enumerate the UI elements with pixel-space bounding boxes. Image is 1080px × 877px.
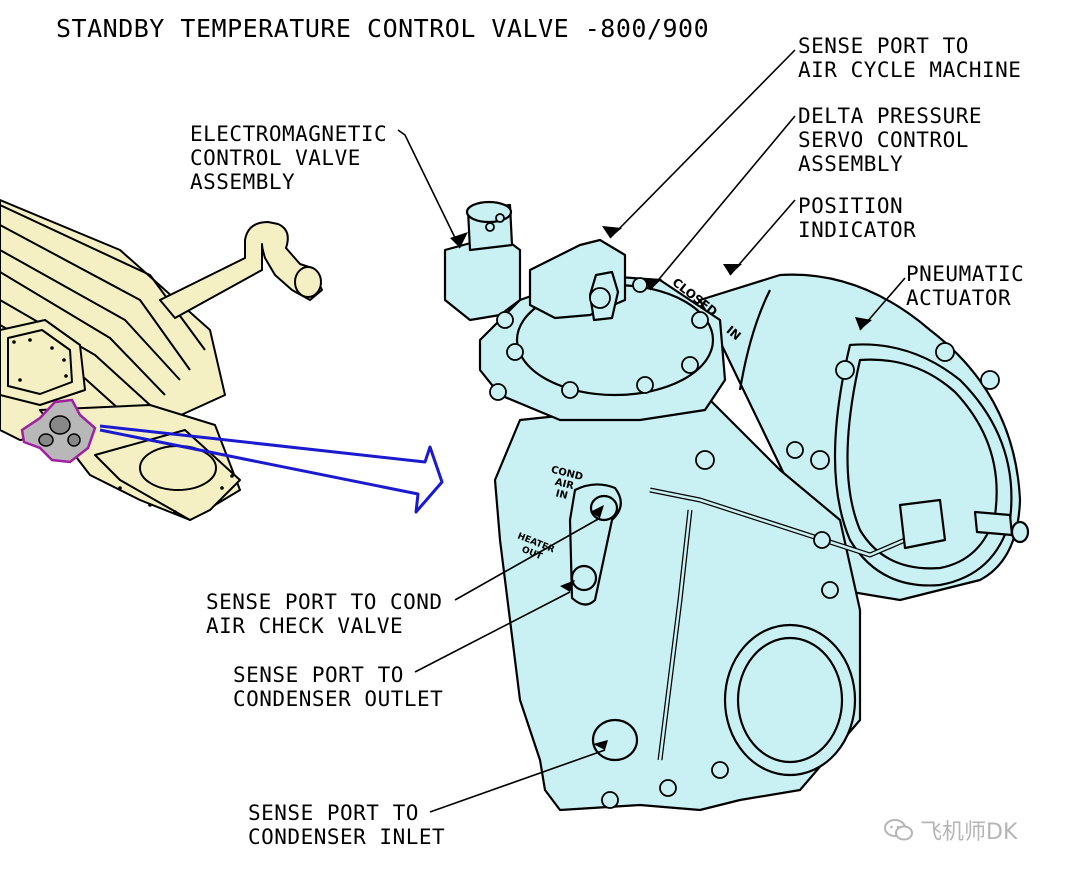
label-line: DELTA PRESSURE — [798, 104, 983, 128]
label-line: CONDENSER INLET — [248, 825, 446, 849]
label-line: ASSEMBLY — [798, 152, 904, 176]
label-line: SENSE PORT TO — [798, 34, 969, 58]
diagram-title: STANDBY TEMPERATURE CONTROL VALVE -800/9… — [56, 14, 710, 43]
leader-lines — [397, 49, 906, 813]
chat-bubble-icon — [884, 819, 913, 841]
label-line: CONDENSER OUTLET — [233, 687, 444, 711]
label-sense-port-condenser-inlet: SENSE PORT TO CONDENSER INLET — [248, 801, 445, 849]
watermark: 飞机师DK — [884, 814, 1017, 846]
label-line: PNEUMATIC — [906, 262, 1025, 286]
valve-bolts — [485, 213, 1000, 809]
callout-arrow — [99, 424, 444, 514]
leader-arrowheads — [450, 226, 872, 750]
label-line: SERVO CONTROL — [798, 128, 969, 152]
label-sense-port-condenser-outlet: SENSE PORT TO CONDENSER OUTLET — [233, 663, 443, 711]
label-line: ACTUATOR — [906, 286, 1012, 310]
label-line: SENSE PORT TO COND — [206, 590, 443, 614]
watermark-text: 飞机师DK — [920, 820, 1018, 845]
label-line: POSITION — [798, 194, 904, 218]
label-sense-port-acm: SENSE PORT TO AIR CYCLE MACHINE — [798, 34, 1021, 82]
label-line: SENSE PORT TO — [248, 801, 419, 825]
label-sense-port-cond-air: SENSE PORT TO COND AIR CHECK VALVE — [206, 590, 443, 638]
label-line: CONTROL VALVE — [190, 146, 361, 170]
label-line: ELECTROMAGNETIC — [190, 122, 388, 146]
label-pneumatic-actuator: PNEUMATIC ACTUATOR — [906, 262, 1024, 310]
valve-body — [443, 200, 1030, 812]
label-position-indicator: POSITION INDICATOR — [798, 194, 916, 242]
label-line: INDICATOR — [798, 218, 917, 242]
label-line: AIR CYCLE MACHINE — [798, 58, 1022, 82]
located-valve-detail — [38, 415, 81, 447]
aircraft-section — [0, 199, 323, 521]
label-delta-pressure-servo: DELTA PRESSURE SERVO CONTROL ASSEMBLY — [798, 104, 982, 176]
label-line: ASSEMBLY — [190, 170, 296, 194]
label-line: SENSE PORT TO — [233, 663, 404, 687]
panel-rivets — [12, 338, 234, 514]
label-line: AIR CHECK VALVE — [206, 614, 404, 638]
label-electromagnetic-valve: ELECTROMAGNETIC CONTROL VALVE ASSEMBLY — [190, 122, 387, 194]
